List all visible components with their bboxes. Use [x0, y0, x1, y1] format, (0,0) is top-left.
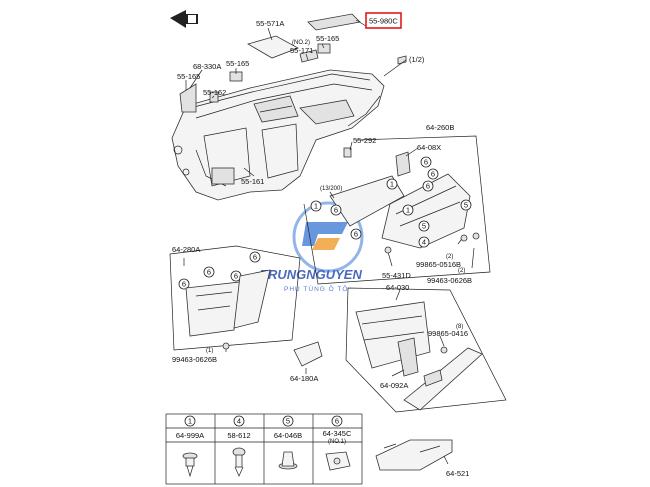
front-arrow-icon [170, 10, 198, 28]
part-68-330A [179, 83, 197, 113]
svg-text:5: 5 [422, 222, 426, 231]
part-1-2-clip [397, 55, 407, 65]
svg-text:6: 6 [234, 272, 238, 281]
label-68-330A: 68-330A [193, 62, 221, 71]
svg-text:6: 6 [253, 253, 257, 262]
label-half: (1/2) [409, 55, 425, 64]
glovebox-frame-group [303, 135, 491, 285]
left-panel-group [169, 245, 301, 352]
watermark-brand: TRUNGNGUYEN [260, 267, 362, 282]
svg-text:6: 6 [334, 206, 338, 215]
part-55-165-top [317, 43, 331, 54]
glovebox-lid-group [345, 287, 507, 413]
label-64-260B: 64-260B [426, 123, 454, 132]
label-55-171: 55-171 [290, 46, 313, 55]
label-64-521: 64-521 [446, 469, 469, 478]
screw-99463-0626B-right [472, 232, 480, 240]
svg-text:4: 4 [422, 238, 426, 247]
part-64-521 [375, 439, 453, 471]
label-qty-8: (8) [456, 324, 463, 330]
dashboard-panel [171, 69, 385, 201]
legend-note-6: (NO.1) [328, 439, 346, 445]
legend-part-1: 64-999A [176, 431, 204, 440]
part-55-171 [299, 49, 319, 63]
label-55-165-a: 55-165 [316, 34, 339, 43]
svg-text:1: 1 [406, 206, 410, 215]
legend-num-1: 1 [188, 417, 192, 426]
clip-55-431D [384, 246, 392, 254]
label-55-571A: 55-571A [256, 19, 284, 28]
label-99463-0626B-b: 99463-0626B [172, 355, 217, 364]
label-55-165-b: 55-165 [226, 59, 249, 68]
svg-text:6: 6 [431, 170, 435, 179]
label-64-030: 64-030 [386, 283, 409, 292]
screw-icon [182, 452, 198, 478]
svg-text:6: 6 [182, 280, 186, 289]
watermark-tagline: PHỤ TÙNG Ô TÔ [284, 284, 348, 293]
label-qty-2b: (2) [458, 268, 465, 274]
svg-text:6: 6 [426, 182, 430, 191]
part-55-980C [307, 13, 361, 31]
label-99865-0416: 99865-0416 [428, 329, 468, 338]
svg-text:6: 6 [207, 268, 211, 277]
label-55-171-note: (NO.2) [292, 40, 310, 46]
label-qty-1: (1) [206, 348, 213, 354]
label-55-161: 55-161 [241, 177, 264, 186]
label-64-280A: 64-280A [172, 245, 200, 254]
label-55-292: 55-292 [353, 136, 376, 145]
part-55-292 [343, 147, 352, 158]
label-13-200: (13/200) [320, 186, 342, 192]
bracket-clip-icon [325, 451, 351, 471]
legend-num-6: 6 [335, 417, 339, 426]
label-qty-2a: (2) [446, 254, 453, 260]
rivet-clip-icon [278, 451, 298, 470]
legend-part-6: 64-345C [323, 429, 352, 438]
dashboard-leaders [185, 19, 407, 177]
legend-part-5: 64-046B [274, 431, 302, 440]
label-55-980C: 55-980C [369, 17, 398, 26]
label-55-165-c: 55-165 [177, 72, 200, 81]
callout-numbers: 6 6 6 5 5 1 1 1 6 6 4 6 6 6 6 [178, 156, 472, 290]
watermark-logo: TRUNGNGUYEN PHỤ TÙNG Ô TÔ [260, 201, 364, 293]
part-55-162 [209, 91, 219, 103]
svg-text:6: 6 [424, 158, 428, 167]
svg-text:1: 1 [390, 180, 394, 189]
label-64-180A: 64-180A [290, 374, 318, 383]
label-64-092A: 64-092A [380, 381, 408, 390]
svg-text:1: 1 [314, 202, 318, 211]
svg-text:6: 6 [354, 230, 358, 239]
label-55-162: 55-162 [203, 88, 226, 97]
part-64-180A [293, 341, 323, 367]
legend-num-4: 4 [237, 417, 241, 426]
label-99463-0626B-a: 99463-0626B [427, 276, 472, 285]
fastener-legend: 1 4 5 6 64-999A 58-612 64-046B 64-345C (… [165, 413, 363, 485]
label-55-431D: 55-431D [382, 271, 411, 280]
label-64-08X: 64-08X [417, 143, 441, 152]
label-99865-0516B: 99865-0516B [416, 260, 461, 269]
push-pin-icon [232, 447, 246, 477]
part-55-571A [246, 35, 299, 59]
screw-99865-0516B [460, 234, 468, 242]
legend-num-5: 5 [286, 417, 290, 426]
legend-part-4: 58-612 [227, 431, 250, 440]
svg-text:5: 5 [464, 201, 468, 210]
highlight-box [365, 12, 402, 29]
